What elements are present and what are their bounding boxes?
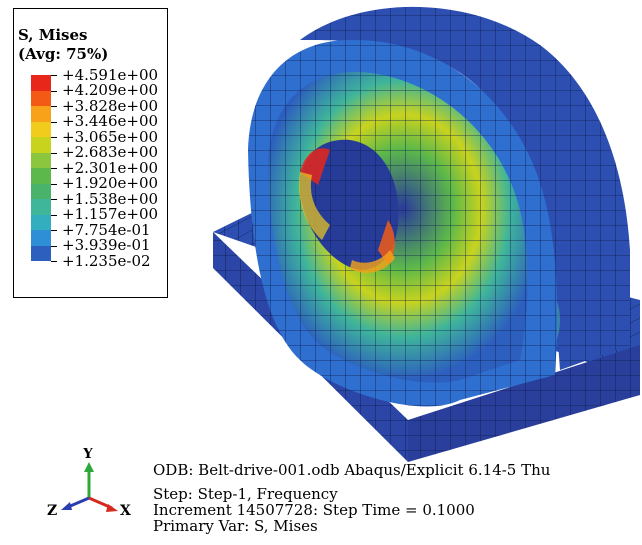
legend-swatch	[31, 168, 51, 184]
legend-label: +1.920e+00	[62, 174, 159, 192]
info-primary-var-line: Primary Var: S, Mises	[153, 517, 318, 535]
legend-label: +7.754e-01	[62, 220, 151, 239]
legend-tick	[51, 261, 57, 262]
legend-tick	[51, 90, 57, 92]
info-odb-line: ODB: Belt-drive-001.odb Abaqus/Explicit …	[153, 461, 551, 479]
legend-tick	[51, 75, 57, 76]
legend-swatch	[31, 75, 51, 91]
legend-swatch	[31, 214, 51, 230]
legend-swatch	[31, 137, 51, 153]
legend-label: +4.591e+00	[62, 65, 159, 84]
legend-label: +3.446e+00	[62, 112, 159, 130]
legend-label: +2.683e+00	[62, 143, 159, 161]
legend-tick	[51, 168, 57, 169]
legend-tick	[51, 199, 57, 200]
legend-swatch	[31, 121, 51, 137]
legend-label: +4.209e+00	[62, 81, 159, 99]
legend-tick	[51, 183, 57, 185]
info-step-line: Step: Step-1, Frequency	[153, 485, 338, 503]
legend-tick	[51, 152, 57, 154]
legend-label: +1.235e-02	[62, 251, 151, 270]
legend-tick	[51, 137, 57, 138]
legend-tick	[51, 121, 57, 123]
legend-label: +1.538e+00	[62, 189, 159, 208]
legend-swatch	[31, 230, 51, 246]
legend-label: +3.828e+00	[62, 96, 159, 115]
legend-swatch	[31, 106, 51, 122]
legend-label: +3.065e+00	[62, 127, 159, 146]
legend-tick	[51, 106, 57, 107]
upright-front	[248, 39, 558, 407]
legend-title: S, Mises	[18, 26, 88, 44]
odb-info: ODB: Belt-drive-001.odb Abaqus/Explicit …	[153, 462, 550, 534]
legend-subtitle: (Avg: 75%)	[18, 45, 109, 63]
legend-label: +3.939e-01	[62, 236, 151, 254]
triad-y-label: Y	[82, 448, 94, 462]
triad-z-label: Z	[47, 503, 57, 518]
legend-tick	[51, 245, 57, 247]
axis-triad: Y X Z	[47, 448, 131, 518]
legend-tick	[51, 230, 57, 231]
legend-swatch	[31, 199, 51, 215]
legend-label: +2.301e+00	[62, 158, 159, 177]
legend-swatch	[31, 90, 51, 106]
legend-swatch	[31, 152, 51, 168]
triad-x-label: X	[120, 503, 131, 518]
legend-swatch	[31, 245, 51, 261]
legend-tick	[51, 214, 57, 216]
info-increment-line: Increment 14507728: Step Time = 0.1000	[153, 501, 475, 519]
legend-label: +1.157e+00	[62, 205, 159, 223]
legend-swatch	[31, 183, 51, 199]
